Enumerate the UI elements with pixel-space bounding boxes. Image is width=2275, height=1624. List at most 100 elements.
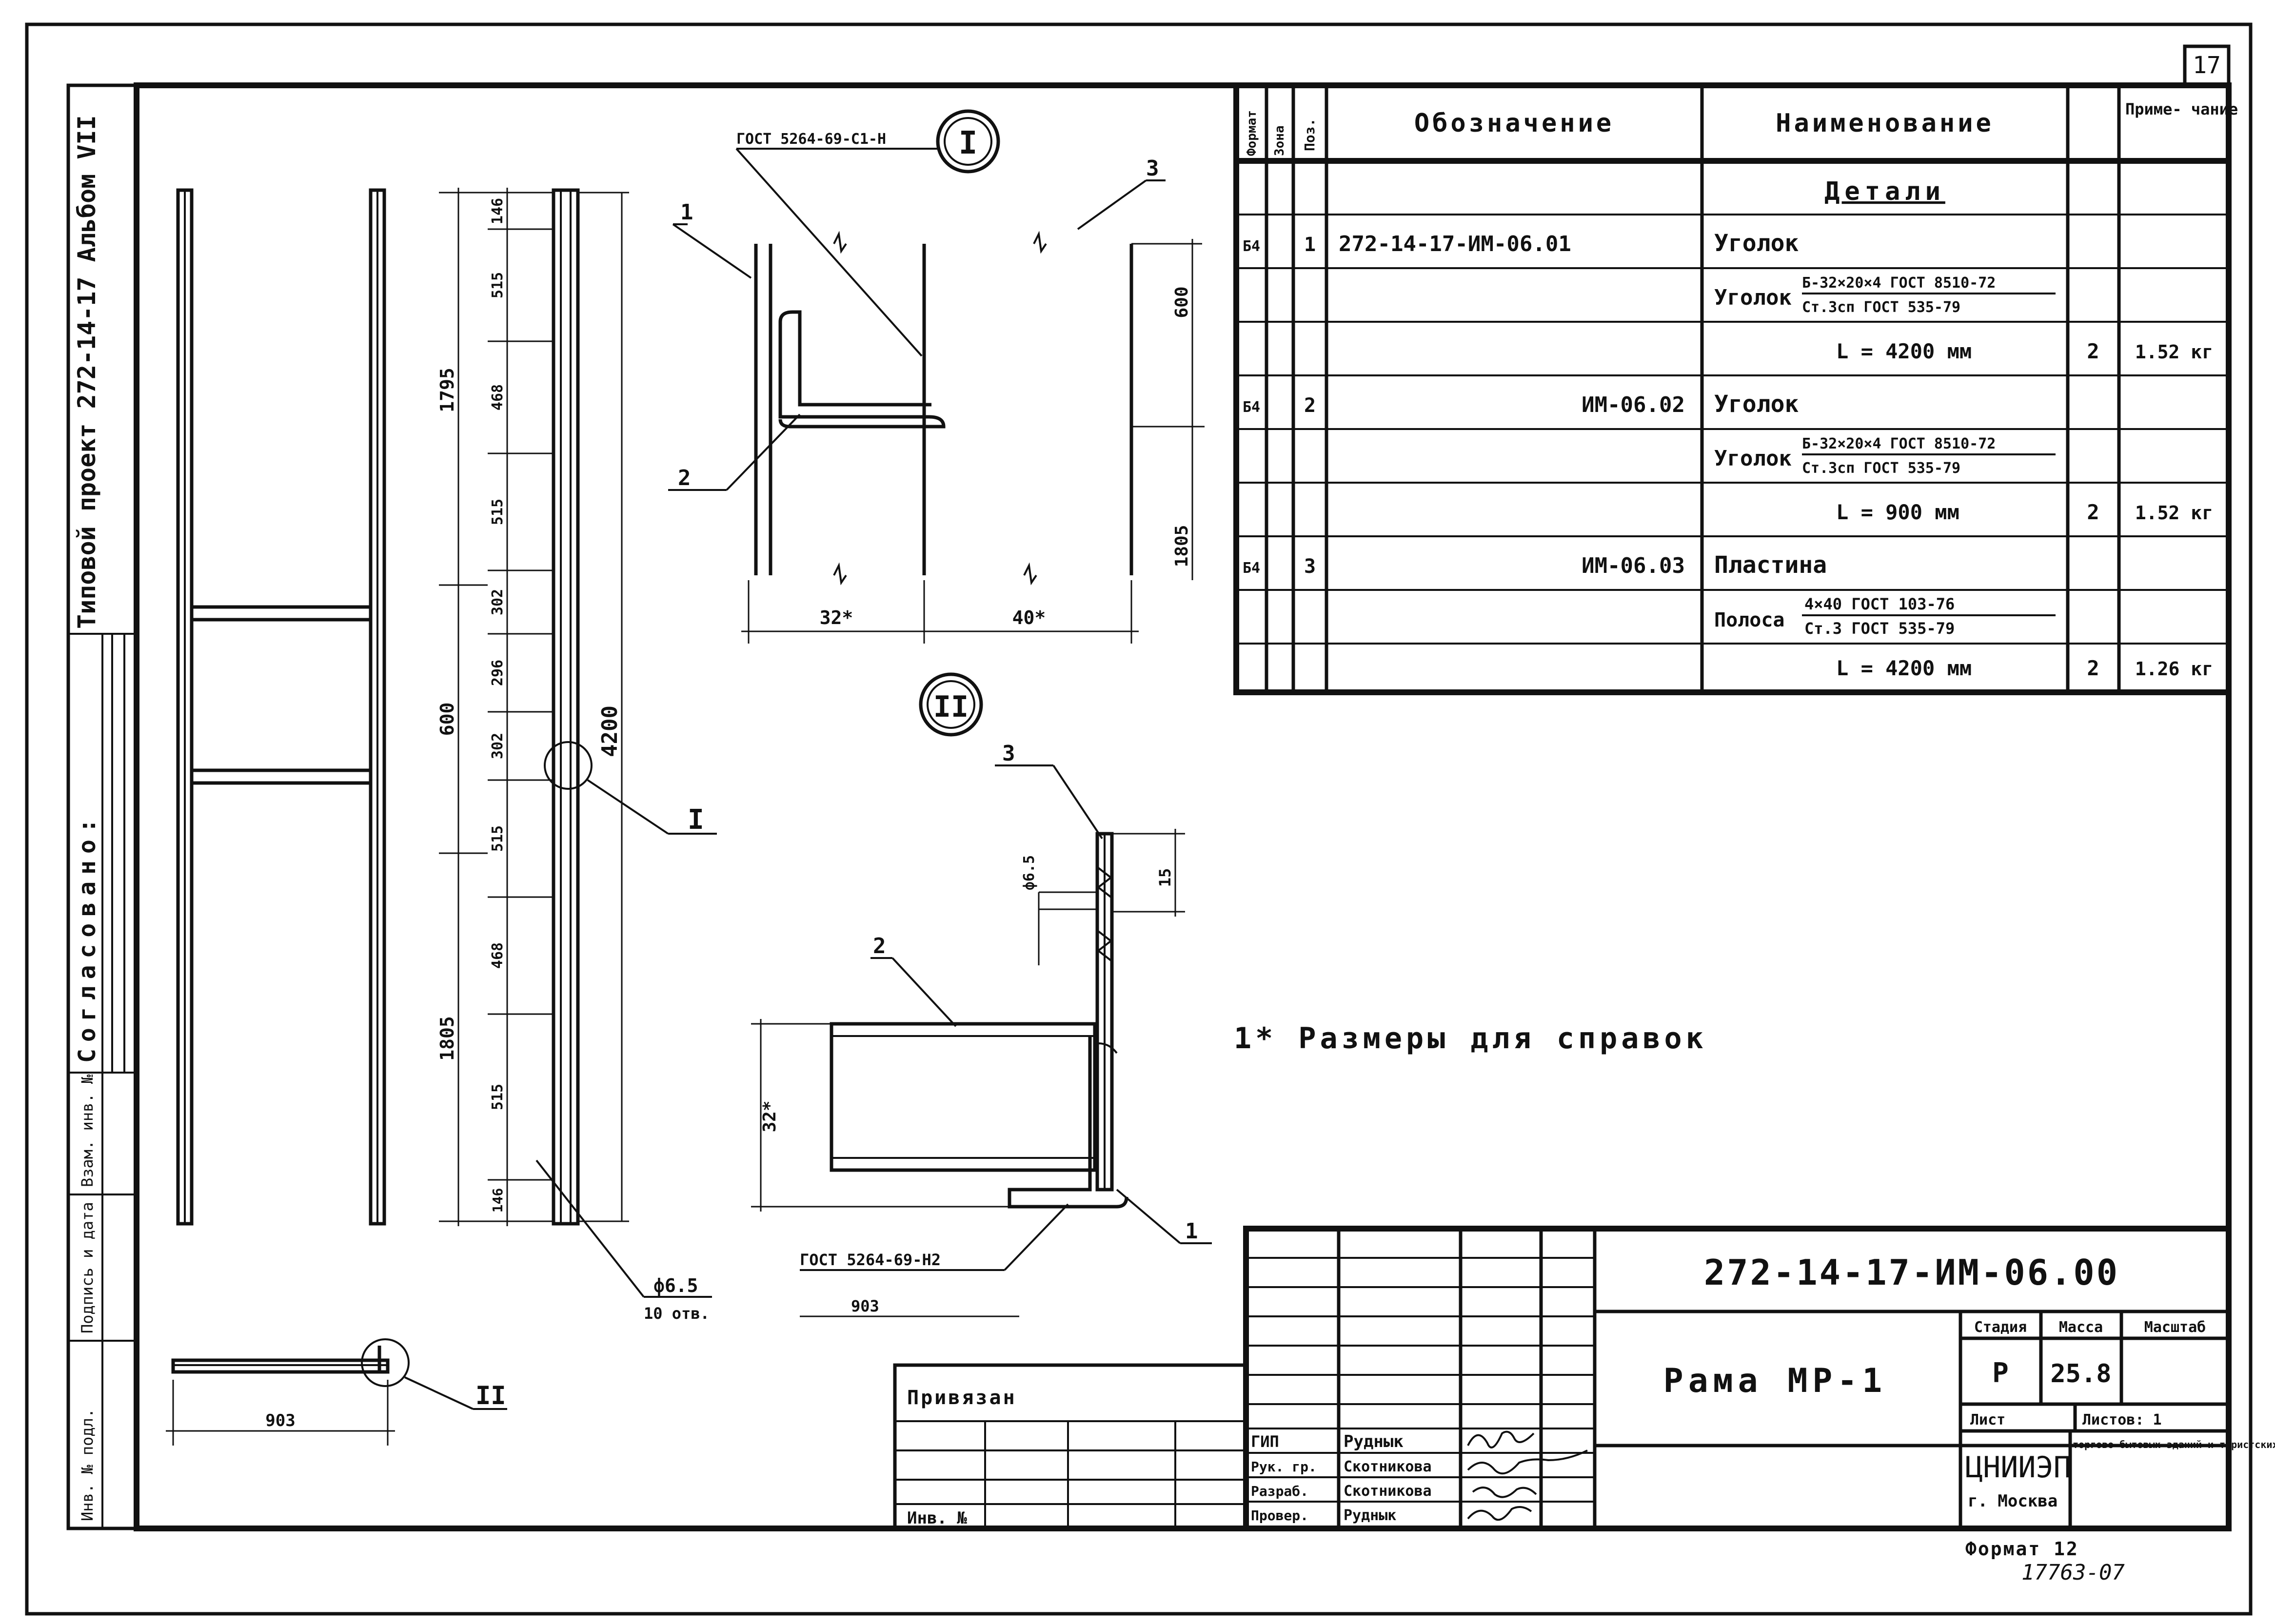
- side-dim-total: 4200: [597, 705, 622, 757]
- detail-II-leader-3: 3: [1002, 741, 1015, 766]
- detail-II-dim-bottom: 903: [851, 1297, 879, 1315]
- spec-table: Формат Зона Поз. Обозначение Наименовани…: [1233, 82, 2238, 695]
- detail-I-mark: I: [959, 125, 978, 161]
- side-col-replace: Взам. инв. №: [78, 1074, 97, 1187]
- role-0: ГИП: [1251, 1432, 1279, 1451]
- spec-h-zone: Зона: [1272, 125, 1287, 156]
- side-dim-inner-5: 296: [489, 660, 506, 686]
- inv-label: Инв. №: [907, 1508, 967, 1528]
- agreed-label: Согласовано:: [74, 812, 101, 1063]
- detail-I-dim-right: 40*: [1012, 607, 1046, 628]
- spec-h-format: Формат: [1245, 110, 1259, 156]
- side-dim-inner-10: 146: [490, 1188, 506, 1213]
- side-dim-inner-6: 302: [489, 733, 506, 759]
- side-project-title: Типовой проект 272-14-17 Альбом VII: [73, 115, 101, 629]
- detail-II: II 3 2 1 ф6.5 15 32* ГОСТ 5264-69-Н2: [751, 672, 1212, 1317]
- spec-r3-pos: 2: [1304, 394, 1316, 417]
- title-org-city: г. Москва: [1968, 1491, 2057, 1511]
- format-label: Формат 12: [1965, 1538, 2079, 1560]
- title-sheet-h: Лист: [1970, 1411, 2005, 1428]
- spec-r8-name: L = 4200 мм: [1836, 656, 1972, 680]
- spec-r6-pos: 3: [1304, 555, 1316, 578]
- detail-I-leader-3: 3: [1146, 156, 1159, 181]
- side-col-inv: Инв. № подл.: [78, 1409, 97, 1521]
- detail-I-gost: ГОСТ 5264-69-С1-Н: [736, 131, 886, 148]
- spec-r1-name-top: Б-32×20×4 ГОСТ 8510-72: [1802, 274, 1996, 292]
- role-2: Разраб.: [1251, 1483, 1308, 1499]
- detail-I-dim-left: 32*: [820, 607, 853, 628]
- title-org-dept: торгово-бытовых зданий и туристских комп…: [2073, 1439, 2275, 1450]
- spec-r6-designation: ИМ-06.03: [1582, 553, 1685, 578]
- spec-r4-name-top: Б-32×20×4 ГОСТ 8510-72: [1802, 435, 1996, 452]
- front-view: [176, 188, 386, 1226]
- spec-r7-name-prefix: Полоса: [1714, 609, 1785, 631]
- spec-r0-designation: 272-14-17-ИМ-06.01: [1339, 232, 1571, 256]
- side-dim-inner-9: 515: [489, 1084, 506, 1110]
- spec-r4-name-prefix: Уголок: [1714, 446, 1792, 471]
- side-dim-outer-1: 600: [436, 703, 458, 736]
- detail-II-dim-hole: ф6.5: [1021, 855, 1038, 890]
- side-dim-outer-2: 1805: [436, 1016, 458, 1061]
- spec-r1-name-bottom: Ст.3сп ГОСТ 535-79: [1802, 299, 1960, 316]
- plan-marker-label: II: [475, 1381, 506, 1410]
- side-strip: Типовой проект 272-14-17 Альбом VII Согл…: [66, 83, 138, 1530]
- outer-frame: [25, 22, 2253, 1616]
- detail-I-circle: [936, 109, 1000, 174]
- binding-label: Привязан: [907, 1387, 1017, 1409]
- plan-dim: 903: [265, 1411, 295, 1430]
- spec-r5-note: 1.52 кг: [2135, 502, 2213, 524]
- title-mass-h: Масса: [2059, 1319, 2103, 1336]
- plan-view: II 903: [166, 1338, 507, 1446]
- detail-I-dim-height: 600: [1172, 286, 1192, 318]
- side-hole-dim: ф6.5: [653, 1275, 698, 1296]
- spec-r3-name: Уголок: [1714, 391, 1799, 418]
- spec-r0-pos: 1: [1304, 234, 1316, 256]
- side-dim-inner-3: 515: [489, 499, 506, 525]
- side-dim-inner-1: 515: [489, 272, 506, 298]
- detail-II-gost: ГОСТ 5264-69-Н2: [800, 1251, 941, 1269]
- spec-h-designation: Обозначение: [1414, 109, 1614, 138]
- spec-h-note: Приме- чание: [2125, 100, 2238, 118]
- role-1: Рук. гр.: [1251, 1459, 1317, 1475]
- side-dim-outer-0: 1795: [436, 368, 458, 412]
- side-view: 4200 146 515 468 515 302 296 302 515 468…: [436, 188, 717, 1323]
- detail-I-leader-1: 1: [680, 200, 693, 225]
- side-marker-circle: [544, 741, 593, 790]
- detail-II-leader-2: 2: [873, 934, 886, 959]
- role-2-name: Скотникова: [1344, 1483, 1432, 1500]
- detail-II-dim-15: 15: [1156, 868, 1174, 887]
- binding-block: Привязан Инв. №: [893, 1363, 1248, 1530]
- detail-I: I ГОСТ 5264-69-С1-Н 1 2 3 600 1805 32: [668, 109, 1205, 644]
- role-3-name: Руднык: [1344, 1507, 1396, 1524]
- detail-I-dim-total: 1805: [1172, 525, 1192, 567]
- side-marker-label: I: [688, 804, 704, 836]
- title-org: ЦНИИЭП: [1965, 1450, 2071, 1485]
- spec-r2-note: 1.52 кг: [2135, 341, 2213, 363]
- spec-r0-name: Уголок: [1714, 230, 1799, 257]
- spec-r6-name: Пластина: [1714, 551, 1827, 579]
- role-1-name: Скотникова: [1344, 1458, 1432, 1475]
- spec-r1-name-prefix: Уголок: [1714, 285, 1792, 310]
- spec-r8-note: 1.26 кг: [2135, 658, 2213, 680]
- role-0-name: Руднык: [1344, 1432, 1404, 1451]
- spec-r3-format: Б4: [1243, 399, 1260, 416]
- role-3: Провер.: [1251, 1507, 1308, 1524]
- note-text: 1* Размеры для справок: [1234, 1021, 1707, 1056]
- spec-r3-designation: ИМ-06.02: [1582, 392, 1685, 417]
- detail-I-leader-2: 2: [678, 466, 691, 490]
- title-stage-h: Стадия: [1974, 1319, 2027, 1336]
- title-block: 272-14-17-ИМ-06.00 Рама МР-1 Стадия Масс…: [1243, 1226, 2275, 1531]
- side-col-sign: Подпись и дата: [78, 1202, 97, 1333]
- spec-r5-qty: 2: [2087, 500, 2099, 524]
- side-dim-inner-4: 302: [489, 589, 506, 615]
- detail-II-circle: [919, 672, 983, 737]
- spec-r8-qty: 2: [2087, 656, 2099, 680]
- spec-r4-name-bottom: Ст.3сп ГОСТ 535-79: [1802, 460, 1960, 477]
- spec-r2-name: L = 4200 мм: [1836, 339, 1972, 363]
- spec-r2-qty: 2: [2087, 339, 2099, 363]
- title-sheets-h: Листов: 1: [2082, 1411, 2162, 1428]
- spec-r5-name: L = 900 мм: [1836, 500, 1959, 524]
- sheet-number: 17: [2193, 52, 2221, 79]
- spec-r0-format: Б4: [1243, 238, 1260, 255]
